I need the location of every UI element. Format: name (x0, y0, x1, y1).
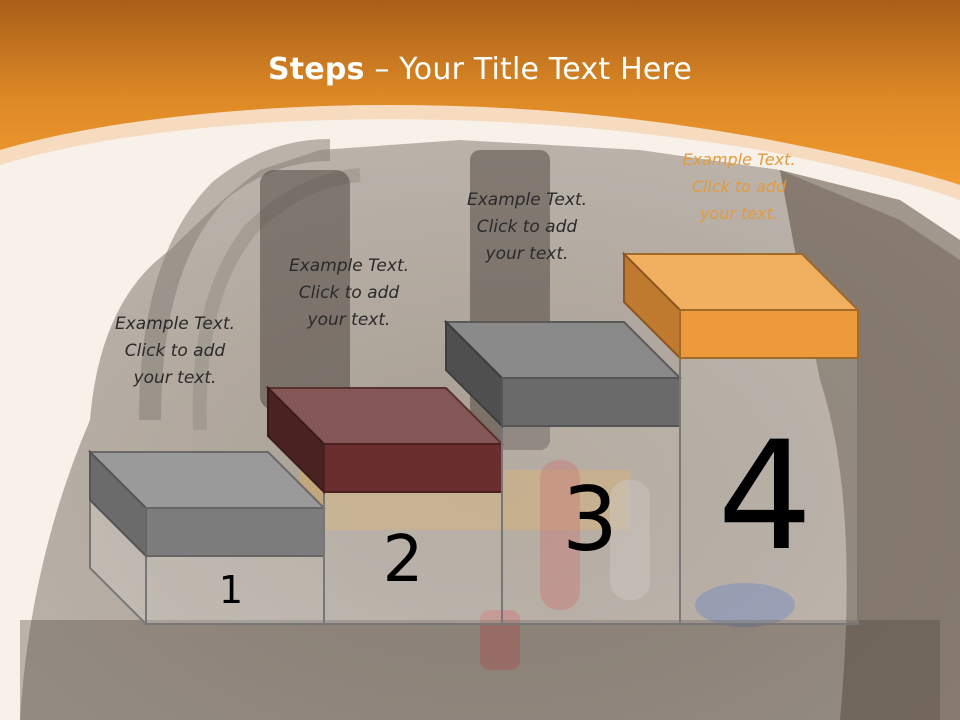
step-3-caption-line-1: Example Text. (466, 190, 588, 210)
step-1-caption-line-3: your text. (133, 368, 217, 388)
title-rest: – Your Title Text Here (364, 52, 693, 87)
step-1-number: 1 (218, 568, 244, 612)
step-2-caption-line-1: Example Text. (288, 256, 410, 276)
step-4-number: 4 (717, 410, 813, 584)
step-4-block[interactable] (621, 251, 861, 625)
page-title[interactable]: Steps – Your Title Text Here (0, 52, 960, 87)
step-2-caption-line-2: Click to add (298, 283, 400, 303)
step-3-number: 3 (562, 468, 618, 571)
step-1-caption-line-2: Click to add (124, 341, 226, 361)
step-4-caption-line-1: Example Text. (682, 150, 796, 169)
title-bold: Steps (267, 52, 365, 87)
step-4-caption[interactable]: Example Text. Click to add your text. (639, 146, 839, 227)
step-4-caption-line-2: Click to add (691, 177, 787, 196)
step-1-caption[interactable]: Example Text. Click to add your text. (75, 311, 275, 392)
step-2-caption-line-3: your text. (307, 310, 391, 330)
header-band (0, 0, 960, 200)
step-3-caption[interactable]: Example Text. Click to add your text. (427, 187, 627, 268)
step-2-caption[interactable]: Example Text. Click to add your text. (249, 253, 449, 334)
step-1-block[interactable] (87, 449, 327, 627)
step-2-number: 2 (382, 523, 424, 597)
step-1-caption-line-1: Example Text. (114, 314, 236, 334)
step-4-caption-line-3: your text. (699, 204, 778, 223)
step-3-caption-line-3: your text. (485, 244, 569, 264)
step-3-caption-line-2: Click to add (476, 217, 578, 237)
